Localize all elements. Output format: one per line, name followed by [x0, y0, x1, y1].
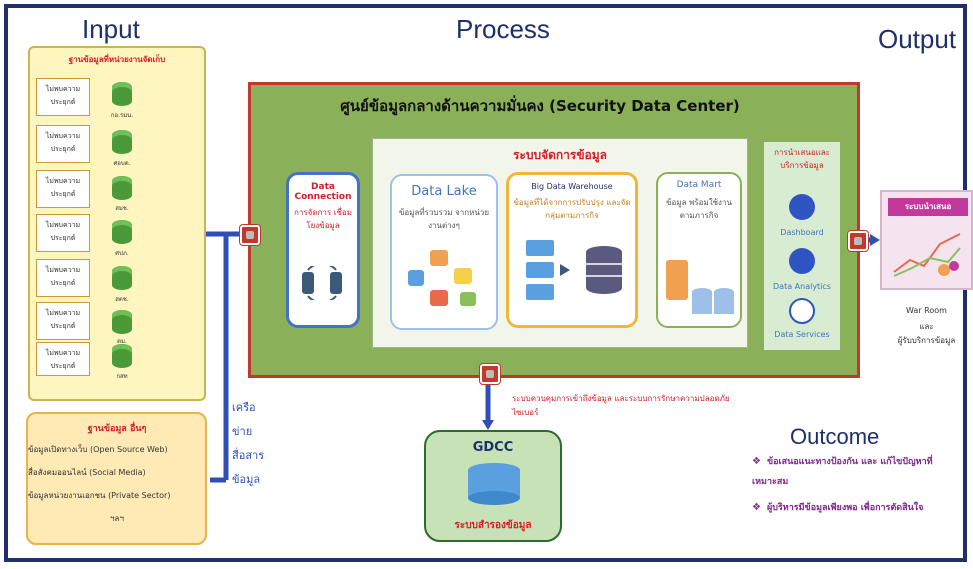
source-box: ไม่พบความ ประยุกต์	[36, 302, 90, 340]
dashboard-icon	[789, 194, 815, 220]
data-warehouse-title: Big Data Warehouse	[531, 182, 613, 191]
source-box: ไม่พบความ ประยุกต์	[36, 78, 90, 116]
process-header: Process	[456, 14, 550, 44]
database-icon	[112, 266, 132, 290]
source-box: ไม่พบความ ประยุกต์	[36, 342, 90, 376]
other-database-item: ข้อมูลหน่วยงานเอกชน (Private Sector)	[28, 491, 171, 500]
security-connector-icon	[480, 364, 500, 384]
data-warehouse-subtitle: ข้อมูลที่ได้จากการปรับปรุง และจัดกลุ่มตา…	[513, 198, 631, 220]
analytics-icon	[789, 248, 815, 274]
output-arrowhead	[870, 234, 880, 246]
agency-label: สตช.	[115, 296, 129, 303]
database-icon	[112, 220, 132, 244]
database-icon	[112, 176, 132, 200]
security-note: ระบบควบคุมการเข้าถึงข้อมูล และระบบการรัก…	[512, 394, 730, 417]
other-databases-title: ฐานข้อมูล อื่นๆ	[87, 424, 147, 434]
outcome-item-text: ข้อเสนอแนะทางป้องกัน และ แก้ไขปัญหาที่เห…	[752, 457, 933, 487]
warehouse-icon	[526, 240, 622, 300]
gdcc-box	[424, 430, 562, 542]
database-icon	[112, 344, 132, 368]
output-display-title: ระบบนำเสนอ	[888, 198, 968, 216]
dashboard-label: Dashboard	[780, 228, 824, 237]
other-database-item: ฯลฯ	[110, 514, 124, 523]
data-connection-title: Data Connection	[294, 182, 352, 202]
input-header: Input	[82, 14, 140, 44]
diamond-bullet-icon: ❖	[752, 502, 761, 513]
network-label: เครือข่าย สื่อสาร ข้อมูล	[232, 401, 265, 486]
other-database-item: สื่อสังคมออนไลน์ (Social Media)	[28, 468, 146, 477]
services-icon	[789, 298, 815, 324]
backup-database-icon	[468, 463, 520, 505]
source-box: ไม่พบความ ประยุกต์	[36, 214, 90, 252]
gdcc-subtitle: ระบบสำรองข้อมูล	[454, 520, 532, 531]
data-lake-subtitle: ข้อมูลที่รวบรวม จากหน่วยงานต่างๆ	[398, 208, 490, 230]
other-databases-panel	[26, 412, 207, 545]
agency-label: ศอบต.	[113, 160, 131, 167]
input-panel-title: ฐานข้อมูลที่หน่วยงานจัดเก็บ	[68, 55, 166, 64]
data-connection-box	[286, 172, 360, 328]
sync-icon	[302, 266, 342, 300]
output-caption-line: ผู้รับบริการข้อมูล	[897, 336, 956, 345]
services-label: Data Services	[774, 330, 830, 339]
output-connector-icon	[848, 231, 868, 251]
data-connection-subtitle: การจัดการ เชื่อมโยงข้อมูล	[294, 208, 352, 230]
output-caption-line: War Room	[906, 306, 947, 315]
data-mart-icon	[666, 260, 734, 314]
data-mart-title: Data Mart	[676, 180, 722, 190]
agency-label: กสท	[116, 373, 128, 380]
database-icon	[112, 130, 132, 154]
agency-label: สมช.	[115, 205, 129, 212]
agency-label: กอ.รมน.	[110, 112, 134, 119]
agency-label: ศปภ.	[115, 250, 129, 257]
data-mart-subtitle: ข้อมูล พร้อมใช้งาน ตามภารกิจ	[666, 198, 732, 220]
outcome-item-text: ผู้บริหารมีข้อมูลเพียงพอ เพื่อการตัดสินใ…	[766, 503, 924, 513]
input-connector-icon	[240, 225, 260, 245]
agency-label: ตม.	[117, 338, 127, 345]
presentation-services-title: การนำเสนอและ บริการข้อมูล	[774, 148, 830, 170]
data-cubes-icon	[408, 250, 476, 306]
outcome-title: Outcome	[790, 424, 880, 449]
analytics-label: Data Analytics	[773, 282, 831, 291]
outcome-item: ❖ ผู้บริหารมีข้อมูลเพียงพอ เพื่อการตัดสิน…	[752, 498, 952, 518]
data-lake-title: Data Lake	[411, 184, 477, 199]
data-management-title: ระบบจัดการข้อมูล	[512, 148, 608, 162]
gdcc-title: GDCC	[472, 440, 514, 455]
output-caption-line: และ	[919, 322, 934, 331]
output-header: Output	[878, 24, 957, 54]
diamond-bullet-icon: ❖	[752, 456, 761, 467]
sdc-title: ศูนย์ข้อมูลกลางด้านความมั่นคง (Security …	[340, 97, 740, 115]
source-box: ไม่พบความ ประยุกต์	[36, 125, 90, 163]
gdcc-arrowhead	[482, 420, 494, 430]
output-chart-image	[893, 233, 961, 277]
database-icon	[112, 82, 132, 106]
source-box: ไม่พบความ ประยุกต์	[36, 259, 90, 297]
database-icon	[112, 310, 132, 334]
source-box: ไม่พบความ ประยุกต์	[36, 170, 90, 208]
outcome-item: ❖ข้อเสนอแนะทางป้องกัน และ แก้ไขปัญหาที่เ…	[752, 452, 952, 492]
other-database-item: ข้อมูลเปิดทางเว็บ (Open Source Web)	[28, 445, 168, 454]
